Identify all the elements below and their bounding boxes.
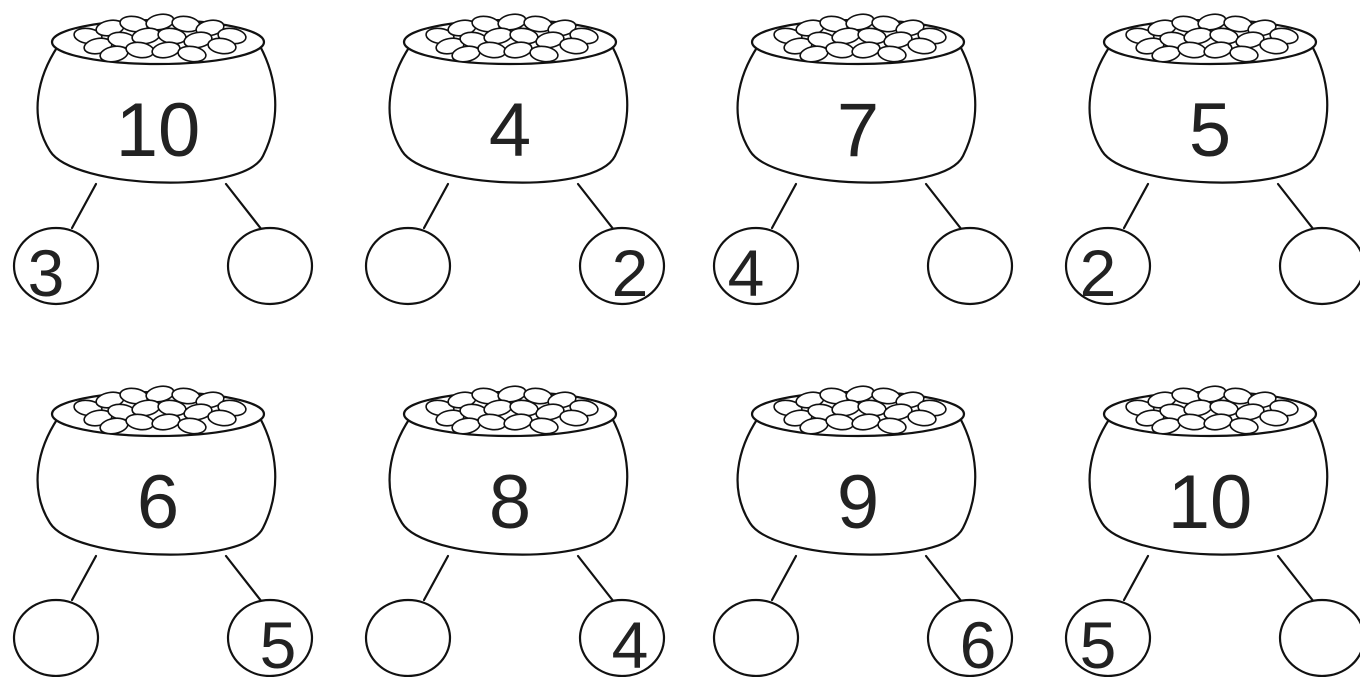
number-bond: 10 5 [1066,384,1360,677]
number-bond: 65 [14,384,312,677]
part-number-right: 4 [612,608,649,677]
part-number-left: 3 [28,236,65,310]
bond-line-right [226,184,262,230]
number-bond: 96 [714,384,1012,677]
number-bond: 74 [714,12,1012,310]
part-number-left: 5 [1080,608,1117,677]
part-circle-left[interactable] [714,600,798,676]
part-number-right: 6 [960,608,997,677]
bond-line-right [1278,556,1314,602]
bond-line-left [72,556,96,600]
bond-line-left [424,556,448,600]
part-number-left: 4 [728,236,765,310]
number-bond: 84 [366,384,664,677]
part-circle-right[interactable] [1280,600,1360,676]
whole-number: 6 [137,460,179,545]
part-number-right: 5 [260,608,297,677]
bond-line-left [1124,184,1148,228]
part-number-right: 2 [612,236,649,310]
part-circle-left[interactable] [366,228,450,304]
part-circle-left[interactable] [366,600,450,676]
bond-line-left [72,184,96,228]
bond-line-left [772,184,796,228]
whole-number: 4 [489,88,531,173]
whole-number: 10 [1168,460,1253,545]
whole-number: 10 [116,88,201,173]
bond-line-right [578,556,614,602]
whole-number: 5 [1189,88,1231,173]
number-bond: 10 3 [14,12,312,310]
whole-number: 9 [837,460,879,545]
part-number-left: 2 [1080,236,1117,310]
whole-number: 8 [489,460,531,545]
part-circle-left[interactable] [14,600,98,676]
bond-line-right [1278,184,1314,230]
part-circle-right[interactable] [928,228,1012,304]
bond-line-right [226,556,262,602]
part-circle-right[interactable] [1280,228,1360,304]
bond-line-right [578,184,614,230]
bond-line-right [926,556,962,602]
bond-line-left [424,184,448,228]
number-bond: 42 [366,12,664,310]
bond-line-left [772,556,796,600]
bond-line-right [926,184,962,230]
bond-line-left [1124,556,1148,600]
number-bond: 52 [1066,12,1360,310]
whole-number: 7 [837,88,879,173]
part-circle-right[interactable] [228,228,312,304]
